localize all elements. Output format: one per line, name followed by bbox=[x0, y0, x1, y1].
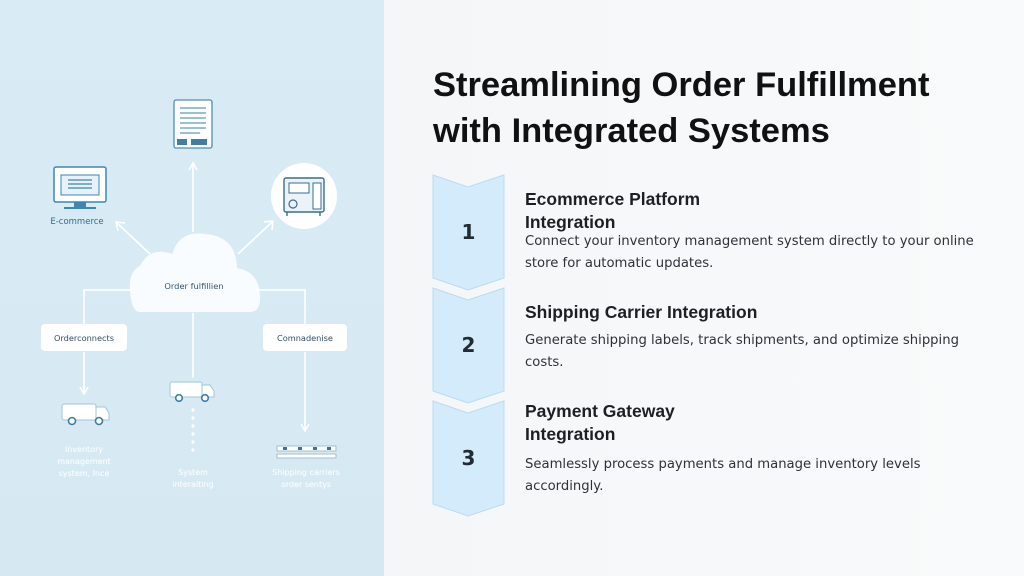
caption-line: interalting bbox=[172, 480, 213, 489]
caption-line: Inventory bbox=[65, 445, 103, 454]
page-title: Streamlining Order Fulfillment with Inte… bbox=[433, 66, 930, 150]
caption-line: management bbox=[57, 457, 111, 466]
caption-line: System bbox=[178, 468, 208, 477]
content-panel: Streamlining Order Fulfillment with Inte… bbox=[384, 0, 1024, 576]
workflow-diagram: Order fulfillien E-commerce bbox=[41, 99, 347, 489]
step-chevron bbox=[432, 287, 505, 404]
document-icon bbox=[173, 99, 213, 149]
step-description: Seamlessly process payments and manage i… bbox=[525, 457, 921, 494]
shelf-icon bbox=[276, 445, 337, 459]
caption-line: order sentys bbox=[281, 480, 331, 489]
step-number: 2 bbox=[461, 333, 476, 357]
step-number: 1 bbox=[461, 220, 476, 244]
bottom-captions: Inventory management system, Ince System… bbox=[57, 445, 340, 489]
ecommerce-label: E-commerce bbox=[50, 217, 103, 227]
step-chevron bbox=[432, 400, 505, 517]
caption-line: Shipping carriers bbox=[272, 468, 340, 477]
step-title: Ecommerce Platform Integration bbox=[525, 189, 701, 232]
step-number: 3 bbox=[461, 446, 476, 470]
right-box: Comnadenise bbox=[263, 324, 347, 351]
monitor-icon: E-commerce bbox=[50, 166, 107, 227]
left-box-label: Orderconnects bbox=[54, 333, 114, 343]
printer-icon bbox=[271, 163, 337, 229]
van-icon bbox=[61, 403, 110, 426]
step-title: Shipping Carrier Integration bbox=[525, 302, 758, 322]
step-description: Connect your inventory management system… bbox=[525, 234, 974, 271]
left-box: Orderconnects bbox=[41, 324, 127, 351]
right-box-label: Comnadenise bbox=[277, 333, 333, 343]
diagram-panel: Order fulfillien E-commerce bbox=[0, 0, 384, 576]
step-title: Payment Gateway Integration bbox=[525, 401, 675, 444]
step-chevron bbox=[432, 174, 505, 291]
cloud-label: Order fulfillien bbox=[164, 281, 223, 291]
van-icon bbox=[169, 381, 215, 403]
step-description: Generate shipping labels, track shipment… bbox=[525, 333, 959, 370]
connector-lines bbox=[79, 161, 310, 433]
caption-line: system, Ince bbox=[59, 469, 110, 478]
dotted-line bbox=[191, 408, 195, 452]
order-cloud: Order fulfillien bbox=[129, 233, 260, 312]
